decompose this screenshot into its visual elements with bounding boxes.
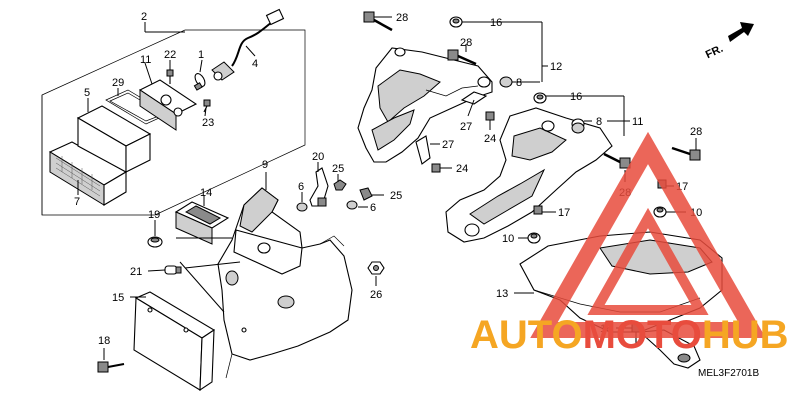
callout-number: 24 (484, 133, 496, 145)
callout-number: 28 (690, 126, 702, 138)
screw (533, 205, 543, 215)
reference-code: MEL3F2701B (698, 368, 759, 379)
cushion (653, 206, 667, 218)
callout-number: 13 (496, 288, 508, 300)
direction-label: FR. (704, 43, 725, 61)
callout-number: 9 (262, 159, 268, 171)
clip (359, 187, 373, 201)
callout-number: 5 (84, 87, 90, 99)
nut (367, 261, 385, 275)
bolt (671, 146, 701, 161)
screw (485, 111, 495, 121)
rubber-mount (449, 16, 463, 28)
callout-number: 14 (200, 187, 212, 199)
taillight-housing (76, 105, 152, 173)
taillight-base (138, 79, 198, 131)
callout-number: 22 (164, 49, 176, 61)
callout-number: 26 (370, 289, 382, 301)
callout-number: 10 (502, 233, 514, 245)
callout-number: 18 (98, 335, 110, 347)
callout-number: 28 (396, 12, 408, 24)
lower-stay (445, 107, 613, 243)
cushion (527, 232, 541, 244)
callout-number: 7 (74, 196, 80, 208)
bulb (193, 73, 206, 91)
rear-mudguard (217, 187, 353, 379)
callout-number: 17 (558, 207, 570, 219)
bolt (97, 361, 125, 373)
license-light (174, 201, 230, 245)
watermark-triangle-logo (530, 131, 766, 338)
watermark-text: AUTOMOTOHUB (470, 313, 789, 357)
cap (147, 236, 163, 248)
callout-number: 20 (312, 151, 324, 163)
bracket (309, 167, 329, 207)
callout-number: 8 (596, 116, 602, 128)
front-direction-indicator: FR. (704, 22, 754, 61)
screw (431, 163, 441, 173)
automotohub-watermark: AUTOMOTOHUB (470, 131, 789, 357)
collar (571, 122, 585, 134)
callout-number: 8 (516, 77, 522, 89)
collar (499, 76, 513, 88)
screw (166, 69, 174, 84)
callout-number: 12 (550, 61, 562, 73)
taillight-lens (48, 141, 128, 206)
callout-number: 23 (202, 117, 214, 129)
callout-number: 21 (130, 266, 142, 278)
clip (460, 91, 488, 105)
license-plate (133, 291, 216, 392)
callout-number: 6 (370, 202, 376, 214)
screw (203, 99, 211, 113)
callout-number: 27 (460, 121, 472, 133)
callout-number: 16 (490, 17, 502, 29)
clip (333, 179, 347, 191)
callout-number: 11 (140, 54, 151, 66)
callout-number: 11 (632, 116, 643, 128)
clip (415, 135, 431, 165)
callout-number: 4 (252, 58, 258, 70)
bolt (603, 152, 631, 169)
callout-number: 16 (570, 91, 582, 103)
callout-number: 24 (456, 163, 468, 175)
callout-number: 15 (112, 292, 124, 304)
callout-number: 28 (460, 37, 472, 49)
collar (296, 200, 358, 212)
callout-number: 6 (298, 181, 304, 193)
callout-number: 25 (390, 190, 402, 202)
rubber-mount (533, 92, 547, 104)
callout-number: 25 (332, 163, 344, 175)
bolt (447, 49, 477, 66)
callout-number: 27 (442, 139, 454, 151)
license-bulb (164, 265, 182, 275)
socket-wire (211, 8, 285, 81)
bolt (363, 11, 393, 32)
upper-stay (357, 47, 493, 163)
callout-number: 29 (112, 77, 124, 89)
taillight-assembly-box (41, 29, 306, 216)
callout-number: 19 (148, 209, 160, 221)
callout-number: 1 (198, 49, 204, 61)
callout-number: 2 (141, 11, 147, 23)
